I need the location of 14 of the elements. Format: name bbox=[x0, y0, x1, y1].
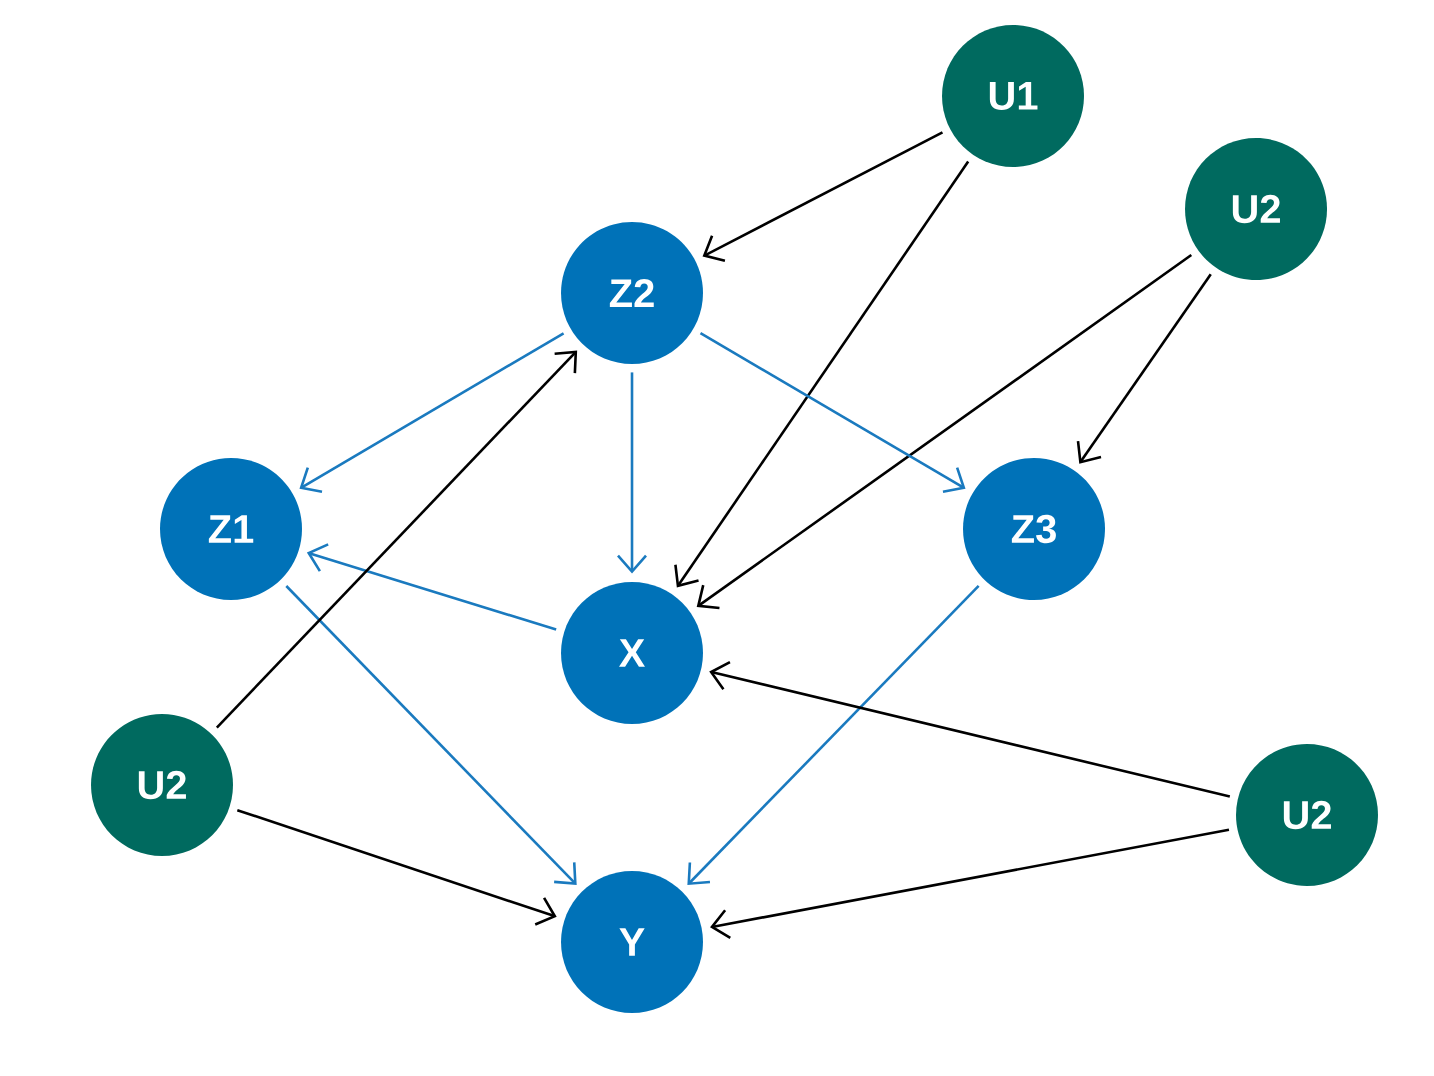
arrow bbox=[285, 585, 577, 886]
arrow bbox=[696, 253, 1193, 610]
arrow bbox=[709, 660, 1231, 798]
arrow bbox=[617, 372, 647, 574]
arrow bbox=[699, 332, 966, 494]
arrow bbox=[306, 543, 557, 631]
arrow bbox=[1076, 273, 1212, 464]
arrow bbox=[710, 828, 1230, 939]
arrow bbox=[236, 808, 557, 926]
arrow bbox=[687, 585, 980, 886]
arrow bbox=[215, 350, 578, 729]
arrow bbox=[702, 131, 944, 262]
arrow bbox=[674, 160, 970, 588]
arrow bbox=[299, 332, 565, 493]
